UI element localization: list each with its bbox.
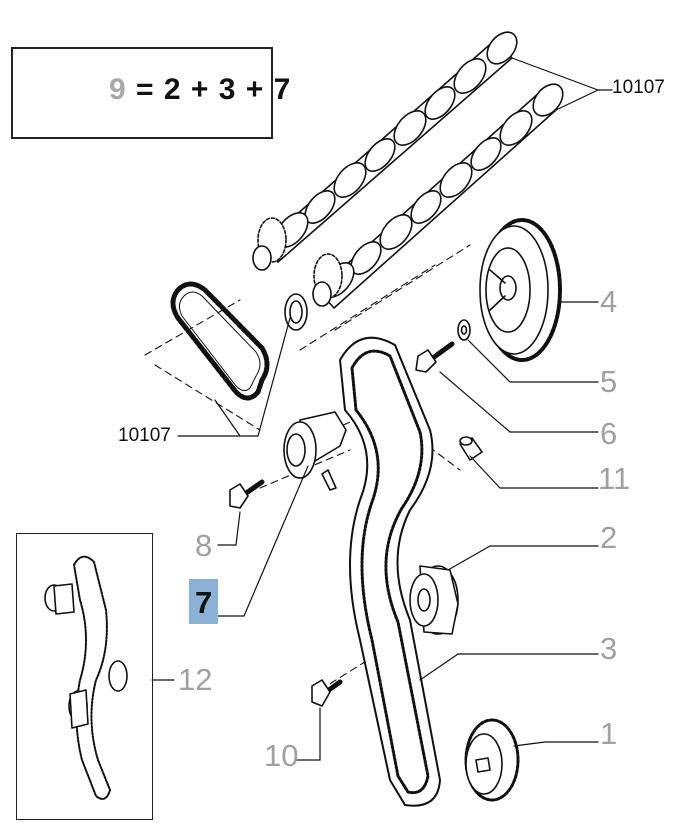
timing-chain: [170, 281, 270, 401]
kit-legend-text: 9 = 2 + 3 + 7: [109, 73, 291, 107]
camshaft-pulley: [479, 218, 562, 362]
callout-11[interactable]: 11: [598, 461, 631, 496]
callout-1[interactable]: 1: [600, 716, 618, 751]
kit-legend-box: 9 = 2 + 3 + 7: [11, 47, 290, 139]
callout-10[interactable]: 10: [264, 738, 299, 773]
crankshaft-sprocket: [464, 718, 520, 802]
kit-equation: = 2 + 3 + 7: [136, 73, 292, 106]
idler-pulley: [409, 565, 459, 635]
inset-frame: [16, 533, 153, 820]
callout-7-highlighted[interactable]: 7: [189, 579, 219, 624]
callout-4[interactable]: 4: [600, 284, 618, 319]
callout-2[interactable]: 2: [600, 520, 618, 555]
callout-8[interactable]: 8: [195, 528, 213, 563]
callout-3[interactable]: 3: [600, 631, 618, 666]
kit-number: 9: [109, 73, 127, 106]
dowel-pin: [459, 436, 483, 461]
inset-belt-assembly: [44, 555, 128, 800]
tensioner-bolt: [229, 479, 265, 509]
camshaft-upper: [252, 31, 518, 271]
camshaft-lower: [312, 83, 564, 309]
pulley-bolt: [415, 341, 455, 373]
callout-10107-lower[interactable]: 10107: [118, 425, 171, 446]
timing-belt: [339, 336, 441, 807]
callout-5[interactable]: 5: [600, 364, 618, 399]
callout-10107-upper[interactable]: 10107: [612, 77, 665, 98]
callout-6[interactable]: 6: [600, 416, 618, 451]
belt-tensioner: [283, 411, 347, 491]
callout-12[interactable]: 12: [178, 662, 213, 697]
idler-bolt: [311, 679, 343, 707]
